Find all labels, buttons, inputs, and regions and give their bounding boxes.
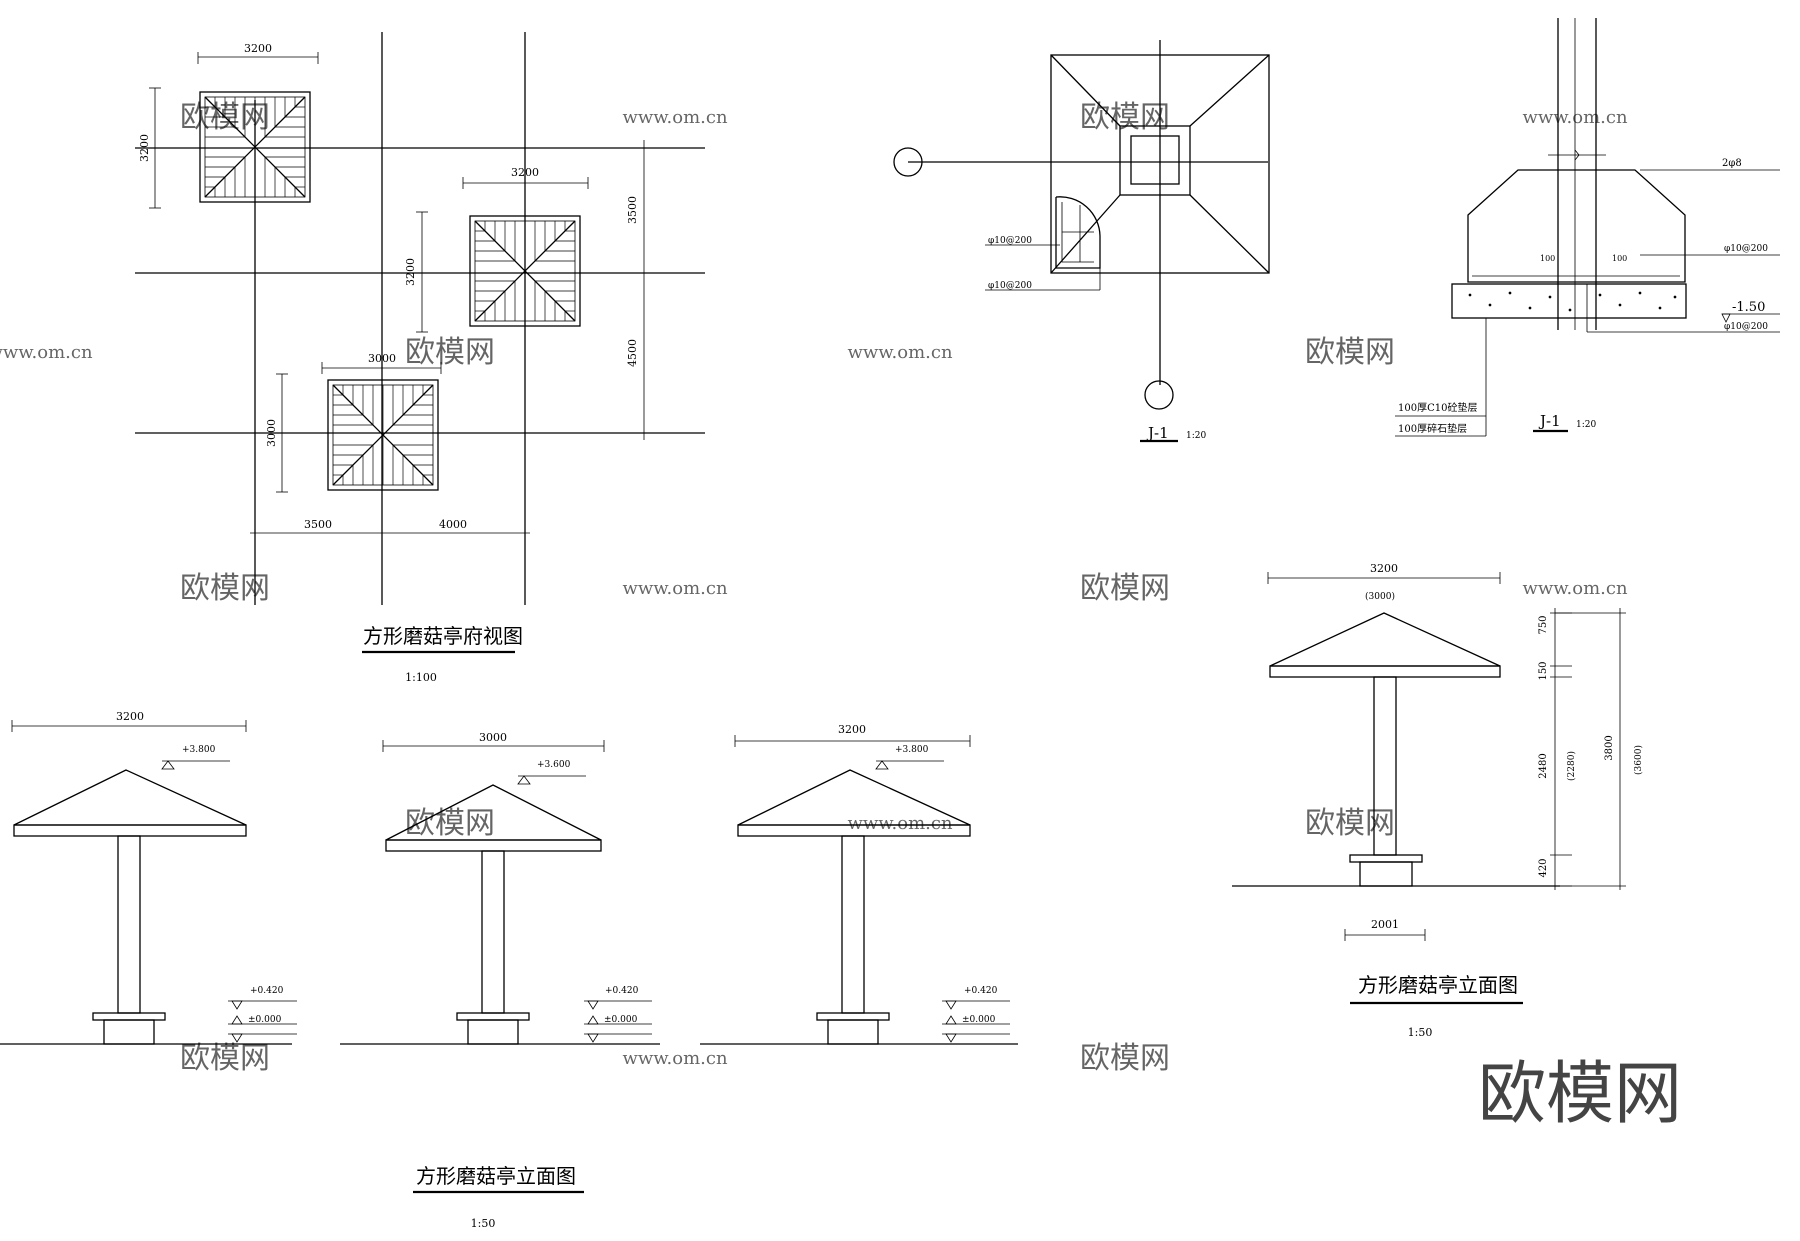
watermark-logo: 欧模网 (405, 806, 495, 841)
watermark-logo: 欧模网 (180, 571, 270, 606)
elev2-seat-level: +0.420 (605, 986, 639, 996)
rebar-label-2: φ10@200 (988, 281, 1032, 291)
h-roof: 750 (1538, 615, 1549, 634)
dim-right-lower: 4500 (626, 339, 639, 367)
watermark-url: www.om.cn (622, 578, 728, 599)
foundation-plan-scale: 1:20 (1186, 431, 1206, 441)
elevation-1: 3200 +3.800 +0.420 ±0.000 (0, 710, 297, 1045)
h-plate: 150 (1538, 661, 1549, 680)
foundation-section: 100 100 2φ8 φ10@200 φ10@200 -1.50 100厚C1… (1395, 18, 1780, 437)
elev1-ground-level: ±0.000 (248, 1015, 282, 1025)
base-width: 2001 (1371, 918, 1399, 931)
watermark-logo-large: 欧模网 (1478, 1055, 1682, 1134)
plan-view: 3200 3200 3200 3200 3000 3000 3500 4500 … (135, 32, 705, 684)
dim-top-height: 3200 (138, 134, 151, 162)
watermark-logo: 欧模网 (1080, 1041, 1170, 1076)
watermark-logo: 欧模网 (180, 100, 270, 135)
dim-bottom-right: 4000 (439, 518, 467, 531)
dim-mid-height: 3200 (404, 258, 417, 286)
watermark-logo: 欧模网 (1305, 806, 1395, 841)
elev2-width: 3000 (479, 731, 507, 744)
watermark-logo: 欧模网 (405, 335, 495, 370)
rebar-label-1: φ10@200 (988, 236, 1032, 246)
watermark-logo: 欧模网 (1305, 335, 1395, 370)
layer-1-label: 100厚C10砼垫层 (1398, 401, 1477, 414)
watermark-logo: 欧模网 (1080, 571, 1170, 606)
foundation-section-label: J-1 (1538, 412, 1561, 430)
dim-right-upper: 3500 (626, 196, 639, 224)
foundation-section-scale: 1:20 (1576, 420, 1596, 430)
level-label: -1.50 (1732, 300, 1765, 315)
pavilion-plan-middle (469, 215, 581, 327)
dim-mid-width: 3200 (511, 166, 539, 179)
single-elevation-title: 方形磨菇亭立面图 (1358, 973, 1518, 997)
watermark-layer: 欧模网 www.om.cn 欧模网 www.om.cn www.om.cn 欧模… (0, 100, 1682, 1134)
plan-title: 方形磨菇亭府视图 (363, 624, 523, 648)
cover-left: 100 (1540, 254, 1555, 263)
axis-marker-left (893, 147, 923, 177)
h-seat: 420 (1538, 858, 1549, 877)
single-elevation: 3200 (3000) 750 150 2480 (2280) 420 3800… (1232, 562, 1644, 1039)
bars-label: 2φ8 (1722, 158, 1742, 169)
h-total-alt: (3600) (1633, 745, 1644, 775)
watermark-url: www.om.cn (847, 342, 953, 363)
rebar-bottom-label: φ10@200 (1724, 322, 1768, 332)
single-elevation-scale: 1:50 (1408, 1026, 1433, 1039)
watermark-url: www.om.cn (1522, 107, 1628, 128)
elev3-seat-level: +0.420 (964, 986, 998, 996)
gravel-bed (1451, 283, 1687, 319)
pavilion-plan-bottom (327, 379, 439, 491)
cover-right: 100 (1612, 254, 1627, 263)
watermark-logo: 欧模网 (1080, 100, 1170, 135)
elev3-width: 3200 (838, 723, 866, 736)
dim-bottom-left: 3500 (304, 518, 332, 531)
h-column: 2480 (1538, 753, 1549, 778)
watermark-url: www.om.cn (0, 342, 93, 363)
elev2-ground-level: ±0.000 (604, 1015, 638, 1025)
dim-bot-height: 3000 (265, 419, 278, 447)
elevation-2: 3000 +3.600 +0.420 ±0.000 (340, 731, 660, 1045)
dim-bot-width: 3000 (368, 352, 396, 365)
watermark-logo: 欧模网 (180, 1041, 270, 1076)
elev3-top-level: +3.800 (895, 745, 929, 755)
rebar-top-label: φ10@200 (1724, 244, 1768, 254)
layer-2-label: 100厚碎石垫层 (1398, 422, 1467, 435)
elevations-title: 方形磨菇亭立面图 (416, 1164, 576, 1188)
h-column-alt: (2280) (1566, 751, 1577, 781)
dim-top-width: 3200 (244, 42, 272, 55)
h-total: 3800 (1604, 735, 1615, 760)
elev1-seat-level: +0.420 (250, 986, 284, 996)
foundation-plan: φ10@200 φ10@200 J-1 1:20 (893, 40, 1270, 443)
elev2-top-level: +3.600 (537, 760, 571, 770)
elev3-ground-level: ±0.000 (962, 1015, 996, 1025)
single-width: 3200 (1370, 562, 1398, 575)
watermark-url: www.om.cn (622, 1048, 728, 1069)
foundation-plan-label: J-1 (1146, 424, 1169, 442)
single-width-alt: (3000) (1365, 591, 1395, 602)
elevation-3: 3200 +3.800 +0.420 ±0.000 (700, 723, 1018, 1045)
watermark-url: www.om.cn (847, 813, 953, 834)
watermark-url: www.om.cn (1522, 578, 1628, 599)
watermark-url: www.om.cn (622, 107, 728, 128)
elev1-width: 3200 (116, 710, 144, 723)
plan-scale: 1:100 (405, 671, 437, 684)
axis-marker-bottom (1144, 380, 1174, 410)
elev1-top-level: +3.800 (182, 745, 216, 755)
elevations-scale: 1:50 (471, 1217, 496, 1230)
